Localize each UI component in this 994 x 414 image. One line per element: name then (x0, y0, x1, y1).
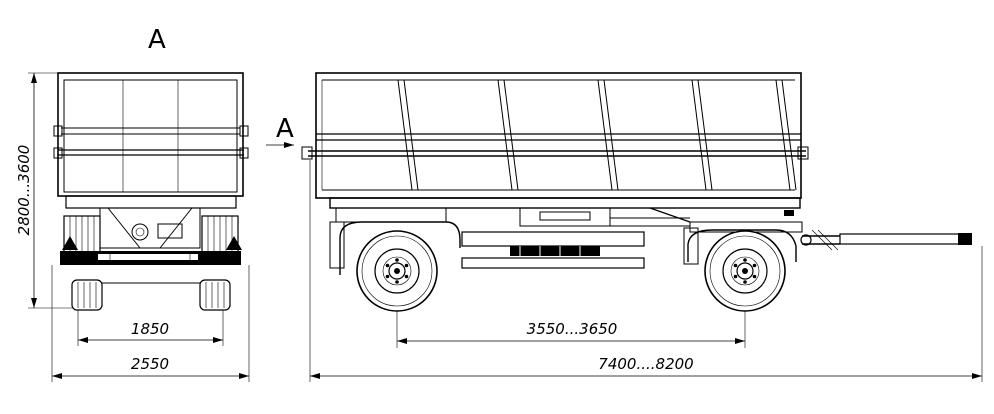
dim-track: 1850 (131, 320, 169, 338)
dim-wheelbase: 3550...3650 (527, 320, 618, 338)
dim-height: 2800...3600 (15, 145, 33, 236)
rear-view: A (15, 25, 250, 382)
view-arrow-label-a: A (276, 114, 294, 144)
dim-width: 2550 (131, 355, 169, 373)
side-view: A (266, 72, 983, 382)
view-label-a: A (148, 25, 166, 55)
dim-length: 7400....8200 (598, 355, 693, 373)
